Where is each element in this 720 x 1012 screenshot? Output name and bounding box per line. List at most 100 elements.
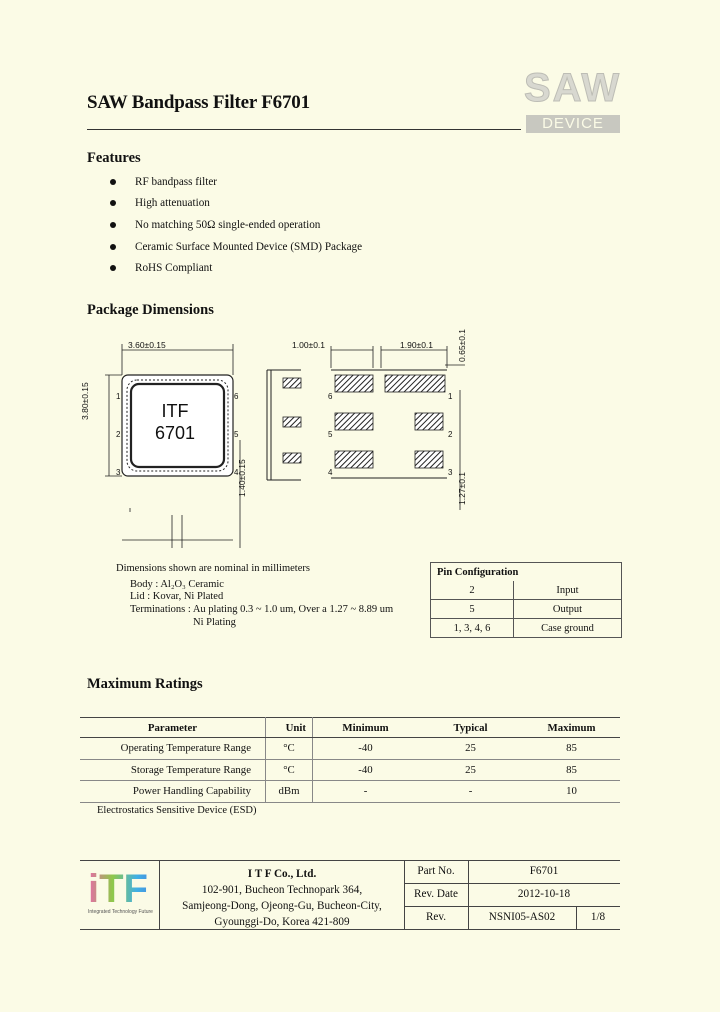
pin-label: 1 [116, 392, 121, 401]
company-name: I T F Co., Ltd. [247, 868, 317, 880]
pin-label: 5 [234, 430, 239, 439]
feature-item: RF bandpass filter [110, 171, 362, 193]
pin-number: 2 [430, 581, 514, 600]
table-cell: - [418, 780, 523, 803]
table-cell: 10 [523, 780, 620, 803]
pin-label: 6 [234, 392, 239, 401]
top-view [105, 344, 241, 548]
pins-left-top: 1 2 3 [116, 378, 120, 492]
column-header: Unit [265, 717, 313, 738]
column-header: Minimum [312, 717, 418, 738]
feature-item: No matching 50Ω single-ended operation [110, 214, 362, 236]
rev-date-label: Rev. Date [413, 888, 458, 900]
chip-marking: ITF 6701 [153, 400, 197, 444]
package-note: Terminations : Au plating 0.3 ~ 1.0 um, … [130, 604, 394, 615]
pin-function: Input [513, 581, 622, 600]
column-header: Maximum [523, 717, 620, 738]
logo-saw-text: SAW [524, 66, 622, 111]
pin-label: 5 [328, 430, 333, 439]
package-note: Lid : Kovar, Ni Plated [130, 591, 224, 602]
table-cell: 25 [418, 759, 523, 781]
column-header: Parameter [80, 717, 266, 738]
pin-label: 2 [448, 430, 453, 439]
page-title: SAW Bandpass Filter F6701 [87, 92, 310, 113]
pin-label: 4 [328, 468, 333, 477]
logo-device-text: DEVICE [526, 115, 620, 133]
table-row: Operating Temperature Range °C -40 25 85 [80, 737, 620, 760]
ratings-heading: Maximum Ratings [87, 676, 203, 692]
package-drawing [105, 344, 465, 548]
saw-device-logo: SAW DEVICE [524, 66, 620, 134]
package-note: Ni Plating [193, 617, 236, 628]
pin-number: 5 [430, 599, 514, 619]
part-no-value: F6701 [529, 865, 559, 877]
pin-label: 4 [234, 468, 239, 477]
table-cell: 85 [523, 759, 620, 781]
table-cell: Storage Temperature Range [80, 759, 266, 781]
pin-function: Case ground [513, 618, 622, 638]
package-note: Dimensions shown are nominal in millimet… [116, 563, 310, 574]
itf-logo: iTF Integrated Technology Future [88, 867, 158, 915]
address-line: 102-901, Bucheon Technopark 364, [201, 884, 363, 896]
feature-item: RoHS Compliant [110, 257, 362, 279]
bullet-icon [110, 200, 116, 207]
table-cell: 25 [418, 737, 523, 760]
rev-date-value: 2012-10-18 [517, 888, 571, 900]
chip-marking-line2: 6701 [154, 423, 196, 443]
table-header-row: Parameter Unit Minimum Typical Maximum [80, 717, 620, 738]
pin-label: 2 [116, 430, 121, 439]
bullet-icon [110, 265, 116, 272]
footer: iTF Integrated Technology Future I T F C… [80, 860, 620, 930]
pin-label: 3 [448, 468, 453, 477]
address-line: Samjeong-Dong, Ojeong-Gu, Bucheon-City, [182, 900, 382, 912]
part-no-label: Part No. [417, 865, 455, 877]
table-cell: Power Handling Capability [80, 780, 266, 803]
dim-pad-gap: 1.90±0.1 [400, 340, 434, 350]
company-info: I T F Co., Ltd. 102-901, Bucheon Technop… [160, 866, 404, 930]
pin-function: Output [513, 599, 622, 619]
table-row: Power Handling Capability dBm - - 10 [80, 780, 620, 803]
rev-label: Rev. [425, 911, 447, 923]
table-cell: -40 [312, 759, 418, 781]
dim-pitch: 1.27±0.1 [457, 471, 467, 505]
table-cell: Operating Temperature Range [80, 737, 266, 760]
features-heading: Features [87, 150, 141, 166]
pin-label: 3 [116, 468, 121, 477]
dim-side: 1.40±0.15 [237, 459, 247, 497]
dim-height: 3.80±0.15 [80, 382, 90, 420]
esd-note: Electrostatics Sensitive Device (ESD) [97, 805, 257, 816]
ratings-table: Parameter Unit Minimum Typical Maximum O… [80, 717, 620, 803]
table-cell: -40 [312, 737, 418, 760]
table-row: Storage Temperature Range °C -40 25 85 [80, 759, 620, 781]
pins-bottom-left: 6 5 4 [328, 378, 332, 492]
pins-bottom-right: 1 2 3 [448, 378, 452, 492]
table-cell: °C [265, 759, 313, 781]
address-line: Gyounggi-Do, Korea 421-809 [214, 916, 350, 928]
bullet-icon [110, 243, 116, 250]
features-list: RF bandpass filter High attenuation No m… [110, 171, 362, 279]
itf-logo-tagline: Integrated Technology Future [88, 909, 153, 915]
itf-logo-text: iTF [88, 867, 158, 911]
title-divider [87, 129, 521, 130]
table-cell: 85 [523, 737, 620, 760]
feature-item: Ceramic Surface Mounted Device (SMD) Pac… [110, 236, 362, 258]
dim-pad-height: 0.65±0.1 [457, 328, 467, 362]
pin-label: 6 [328, 392, 333, 401]
table-cell: dBm [265, 780, 313, 803]
feature-text: RoHS Compliant [135, 262, 213, 275]
feature-text: RF bandpass filter [135, 175, 218, 188]
dim-width: 3.60±0.15 [128, 340, 166, 350]
table-cell: °C [265, 737, 313, 760]
pins-right-top: 6 5 4 [234, 378, 238, 492]
side-view [266, 346, 465, 510]
pin-number: 1, 3, 4, 6 [430, 618, 514, 638]
feature-item: High attenuation [110, 193, 362, 215]
rev-value: NSNI05-AS02 [488, 911, 556, 923]
page-number: 1/8 [590, 911, 606, 923]
feature-text: No matching 50Ω single-ended operation [135, 218, 321, 231]
package-note: Body : Al₂O₃ Ceramic [130, 579, 224, 590]
bullet-icon [110, 221, 116, 228]
pin-label: 1 [448, 392, 453, 401]
